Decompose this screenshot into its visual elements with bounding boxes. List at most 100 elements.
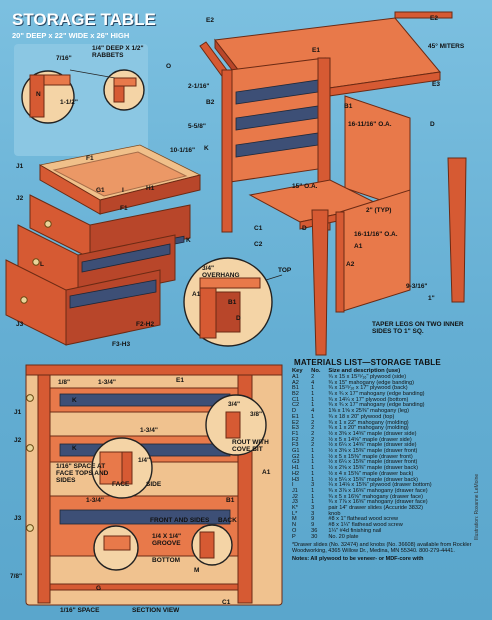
drawer-assembly [5, 144, 202, 346]
materials-cell-qty: 2 [311, 436, 315, 443]
part-d-b: D [302, 225, 307, 232]
materials-cell-key: J1 [292, 487, 298, 494]
materials-cell-desc: #8 x 1" flathead wood screw [328, 516, 399, 523]
materials-cell-desc: knob [328, 510, 341, 517]
space-callout: 1/16" SPACE AT FACE TOPS AND SIDES [56, 463, 109, 484]
part-e2-b: E2 [430, 15, 438, 22]
materials-cell-qty: 2 [311, 425, 315, 432]
part-l: L [40, 261, 44, 268]
materials-cell-key: M [292, 516, 297, 523]
materials-cell-qty: 4 [311, 408, 315, 415]
part-h1: H1 [146, 185, 155, 192]
front-sides-label: FRONT AND SIDES [150, 517, 210, 524]
materials-cell-key: G3 [292, 459, 300, 466]
materials-cell-desc: ¾ x 3⅞ x 16⅝" mahogany (drawer face) [328, 487, 428, 494]
part-c2: C2 [254, 241, 263, 248]
materials-cell-desc: ¾ x 1 x 20" mahogany (molding) [328, 425, 409, 432]
materials-cell-qty: 1 [311, 448, 315, 455]
materials-cell-desc: ½ x 5¼ x 15⅜" maple (drawer back) [328, 476, 418, 483]
materials-cell-qty: 1 [311, 465, 315, 472]
part-e2-a: E2 [206, 17, 214, 24]
dim-5-5-8: 5-5/8" [188, 123, 206, 130]
materials-list: MATERIALS LIST—STORAGE TABLE Key No. Siz… [292, 358, 488, 616]
dim-1-4: 1/4" [138, 457, 151, 464]
materials-cell-desc: ½ x 3⅝ x 15⅜" maple (drawer front) [328, 448, 418, 455]
part-g1: G1 [96, 187, 105, 194]
part-j3: J3 [16, 321, 24, 328]
dim-7-16: 7/16" [56, 55, 72, 62]
materials-cell-key: P [292, 533, 296, 540]
materials-cell-key: E1 [292, 413, 299, 420]
part-e3: E3 [432, 81, 440, 88]
materials-cell-desc: ¾ x 15" mahogany (edge banding) [328, 379, 414, 386]
miters-callout: 45° MITERS [428, 43, 465, 50]
dim-16-11-16-a: 16-11/16" O.A. [348, 121, 392, 128]
materials-cell-key: J2 [292, 493, 298, 500]
materials-cell-key: A1 [292, 373, 299, 380]
part-m: M [194, 567, 200, 574]
materials-cell-qty: 3 [311, 505, 315, 512]
illustration-credit: Illustration: Roxanne LeMoine [474, 473, 480, 540]
materials-cell-qty: 1 [311, 413, 315, 420]
col-no: No. [311, 368, 321, 374]
dim-2-typ: 2" (TYP) [366, 207, 392, 214]
materials-cell-key: G1 [292, 448, 300, 455]
materials-cell-key: F3 [292, 442, 299, 449]
taper-callout: TAPER LEGS ON TWO INNER SIDES TO 1" SQ. [372, 321, 464, 335]
materials-cell-desc: ½ x 5 x 14⅝" maple (drawer side) [328, 436, 412, 443]
materials-cell-desc: ¾ x 1 x 22" mahogany (molding) [328, 419, 409, 426]
overhang-detail [183, 257, 283, 347]
materials-row: F2 2 ½ x 5 x 14⅝" maple (drawer side) [292, 436, 488, 444]
materials-cell-key: H3 [292, 476, 300, 483]
materials-row: E3 2 ¾ x 1 x 20" mahogany (molding) [292, 426, 488, 432]
materials-cell-desc: ¾ x ¾ x 17" mahogany (edge banding) [328, 402, 425, 409]
materials-cell-desc: ½ x 2⅝ x 15⅜" maple (drawer back) [328, 465, 418, 472]
materials-cell-qty: 1 [311, 453, 315, 460]
rabbet-detail [14, 44, 148, 156]
materials-cell-desc: ½ x 3⅝ x 14⅝" maple (drawer side) [328, 430, 417, 437]
part-b1: B1 [344, 103, 353, 110]
materials-cell-desc: ¾ x 15 x 15¹⁵⁄₁₆" plywood (side) [328, 373, 407, 380]
materials-header-row: Key No. Size and description (use) [292, 368, 488, 375]
part-f3-h3: F3-H3 [112, 341, 131, 348]
dim-1-3-4-b: 1-3/4" [140, 427, 158, 434]
part-a1-c: A1 [262, 469, 271, 476]
materials-cell-key: K* [292, 505, 298, 512]
page-title: STORAGE TABLE [12, 10, 156, 29]
materials-cell-qty: 1 [311, 391, 315, 398]
materials-cell-key: B2 [292, 391, 299, 398]
materials-cell-qty: 9 [311, 516, 315, 523]
dim-1-8: 1/8" [58, 379, 71, 386]
part-j1-b: J1 [14, 409, 22, 416]
materials-cell-desc: ¾ x 5 x 16⅝" mahogany (drawer face) [328, 493, 423, 500]
part-f1-b: F1 [120, 205, 128, 212]
materials-heading: MATERIALS LIST—STORAGE TABLE [294, 358, 441, 367]
part-b1-c: B1 [226, 497, 235, 504]
part-o: O [166, 63, 172, 70]
part-a1: A1 [354, 243, 363, 250]
part-n: N [36, 91, 41, 98]
col-size: Size and description (use) [328, 368, 401, 374]
materials-cell-key: F2 [292, 436, 299, 443]
materials-table: Key No. Size and description (use) A1 2 ¾ … [292, 368, 488, 540]
materials-cell-key: N [292, 522, 297, 529]
dim-10-1-16: 10-1/16" [170, 147, 196, 154]
part-c1-b: C1 [222, 599, 231, 606]
materials-cell-key: A2 [292, 379, 299, 386]
materials-cell-qty: 30 [311, 533, 318, 540]
materials-cell-desc: No. 20 plate [328, 533, 359, 540]
bottom-label: BOTTOM [152, 557, 181, 564]
materials-cell-key: E3 [292, 425, 299, 432]
